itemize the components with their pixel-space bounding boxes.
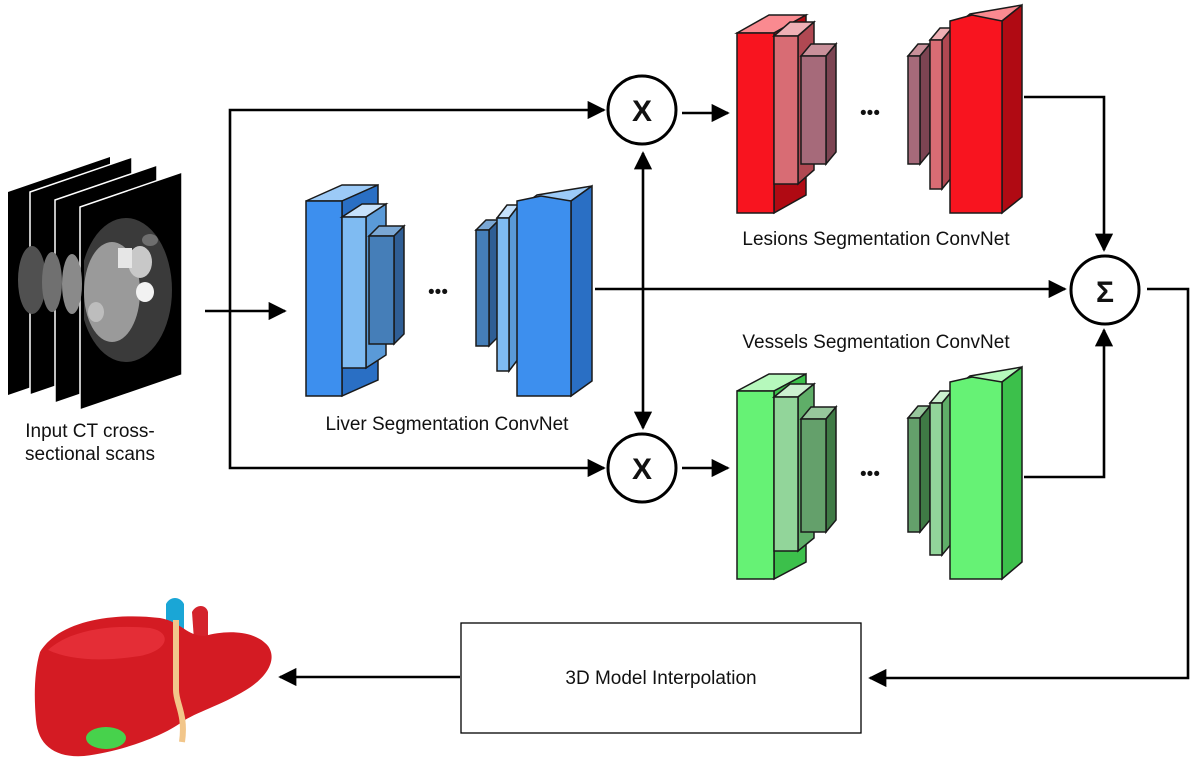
svg-text:X: X <box>632 95 652 128</box>
liver-layer-5 <box>495 202 521 374</box>
arrow-lesions-to-sum <box>1024 95 1114 252</box>
liver-layer-4 <box>474 218 501 348</box>
sum-node: Σ <box>1069 254 1141 326</box>
liver-net-label: Liver Segmentation ConvNet <box>326 414 570 435</box>
lesions-layer-5 <box>928 25 954 192</box>
input-label-line1: Input CT cross- <box>25 421 155 442</box>
liver-layer-6 <box>516 184 593 398</box>
liver-layer-3 <box>367 224 406 346</box>
svg-text:Σ: Σ <box>1096 276 1114 309</box>
vessels-layer-6 <box>949 365 1023 581</box>
lesions-net-label: Lesions Segmentation ConvNet <box>742 229 1010 250</box>
lesions-layer-4 <box>906 41 932 167</box>
liver-dots: ••• <box>428 282 448 303</box>
vessels-segmentation-convnet <box>736 365 1023 581</box>
multiply-node-top: X <box>606 74 678 146</box>
liver-icon <box>34 598 272 757</box>
arrow-vessels-to-sum <box>1024 328 1114 479</box>
lesions-layer-3 <box>799 41 838 167</box>
arrow-input-to-top-multiply <box>228 100 606 311</box>
vessels-layer-4 <box>906 403 932 535</box>
vessels-dots: ••• <box>860 464 880 485</box>
lesions-layer-6 <box>949 3 1023 215</box>
vessels-net-label: Vessels Segmentation ConvNet <box>742 332 1010 353</box>
multiply-node-bottom: X <box>606 432 678 504</box>
interpolation-box: 3D Model Interpolation <box>460 622 862 734</box>
interpolation-label: 3D Model Interpolation <box>565 668 756 689</box>
lesions-dots: ••• <box>860 103 880 124</box>
arrow-input-to-bottom-multiply <box>228 311 606 478</box>
liver-segmentation-convnet <box>305 183 593 398</box>
lesions-segmentation-convnet <box>734 3 1023 215</box>
ct-scan-stack-icon <box>8 155 183 412</box>
vessels-layer-5 <box>928 388 954 558</box>
connectors <box>205 95 1190 688</box>
input-label-line2: sectional scans <box>25 444 155 465</box>
svg-text:X: X <box>632 453 652 486</box>
arrow-sum-to-interpolation <box>868 287 1190 688</box>
vessels-layer-3 <box>799 404 838 535</box>
